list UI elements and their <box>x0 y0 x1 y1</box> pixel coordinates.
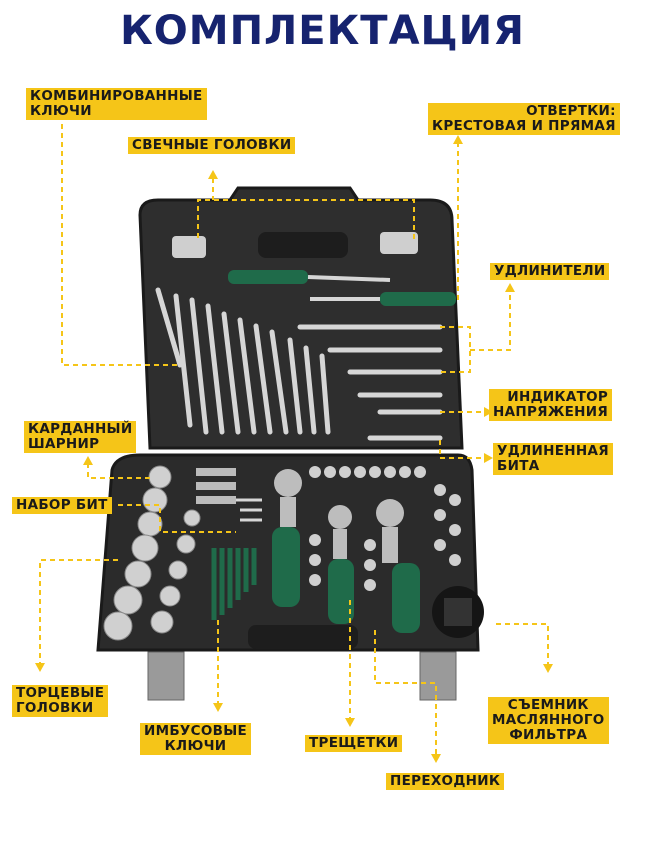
label-screwdrivers: ОТВЕРТКИ:КРЕСТОВАЯ И ПРЯМАЯ <box>428 103 620 135</box>
label-adapter: ПЕРЕХОДНИК <box>386 773 505 790</box>
label-ratchets: ТРЕЩЕТКИ <box>305 735 403 752</box>
label-bit-set: НАБОР БИТ <box>12 497 112 514</box>
page-title: КОМПЛЕКТАЦИЯ <box>120 8 525 54</box>
label-extensions: УДЛИНИТЕЛИ <box>490 263 610 280</box>
label-spark-plug-sockets: СВЕЧНЫЕ ГОЛОВКИ <box>128 137 296 154</box>
